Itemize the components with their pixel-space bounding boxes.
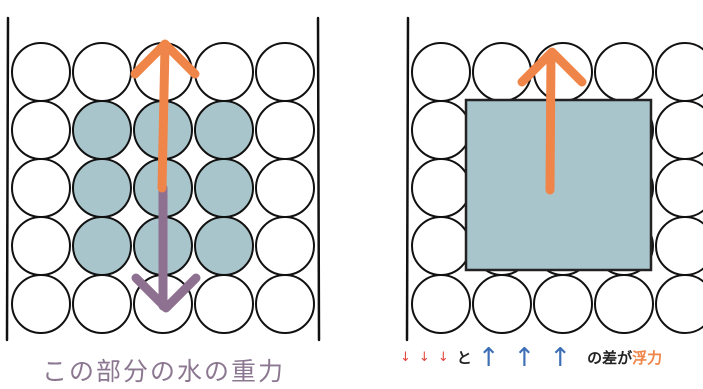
water-particle-highlighted [73, 101, 131, 159]
water-particle [12, 101, 70, 159]
submerged-block [466, 100, 651, 270]
water-particle [73, 43, 131, 101]
caption-difference: の差が [587, 347, 632, 368]
water-particle [412, 275, 470, 333]
water-particle [656, 101, 703, 159]
water-particle [256, 159, 314, 217]
caption-and: と [457, 347, 472, 368]
caption-buoyancy: 浮力 [632, 347, 662, 368]
down-arrow-glyph-1: ↓ [400, 350, 411, 365]
left-container-wall-right [318, 18, 319, 340]
gravity-caption: この部分の水の重力 [42, 352, 285, 388]
water-particle [473, 275, 531, 333]
water-particle [12, 275, 70, 333]
water-particle [595, 275, 653, 333]
water-particle-highlighted [73, 159, 131, 217]
water-particle-highlighted [73, 217, 131, 275]
water-particle [412, 101, 470, 159]
water-particle [656, 43, 703, 101]
water-particle [12, 217, 70, 275]
water-particle-highlighted [195, 217, 253, 275]
water-particle [412, 43, 470, 101]
left-container-wall-left [7, 18, 8, 340]
left-water-container [7, 18, 319, 340]
water-particle [534, 275, 592, 333]
up-arrow-glyph-1: ↑ [478, 348, 500, 368]
down-arrow-glyph-2: ↓ [419, 350, 430, 365]
up-arrow-glyph-3: ↑ [549, 348, 571, 368]
down-arrow-glyph-3: ↓ [438, 350, 449, 365]
water-particle [656, 217, 703, 275]
up-arrow-glyph-2: ↑ [514, 348, 536, 368]
buoyancy-caption: ↓ ↓ ↓ と ↑ ↑ ↑ の差が 浮力 [400, 347, 662, 368]
water-particle-highlighted [195, 101, 253, 159]
water-particle [256, 217, 314, 275]
water-particle [473, 43, 531, 101]
water-particle [412, 159, 470, 217]
right-water-container [407, 18, 703, 340]
up-buoyancy-arrow-shaft [162, 46, 165, 188]
right-container-wall-left [407, 18, 408, 340]
water-particle [412, 217, 470, 275]
water-particle [534, 43, 592, 101]
water-particle-highlighted [195, 159, 253, 217]
water-particle [195, 43, 253, 101]
water-particle [195, 275, 253, 333]
water-particle [73, 275, 131, 333]
water-particle [12, 43, 70, 101]
water-particle [12, 159, 70, 217]
water-particle [656, 159, 703, 217]
water-particle [256, 275, 314, 333]
water-particle [656, 275, 703, 333]
up-buoyancy-arrow-shaft [550, 54, 551, 190]
water-particle [256, 43, 314, 101]
water-particle [256, 101, 314, 159]
water-particle [595, 43, 653, 101]
